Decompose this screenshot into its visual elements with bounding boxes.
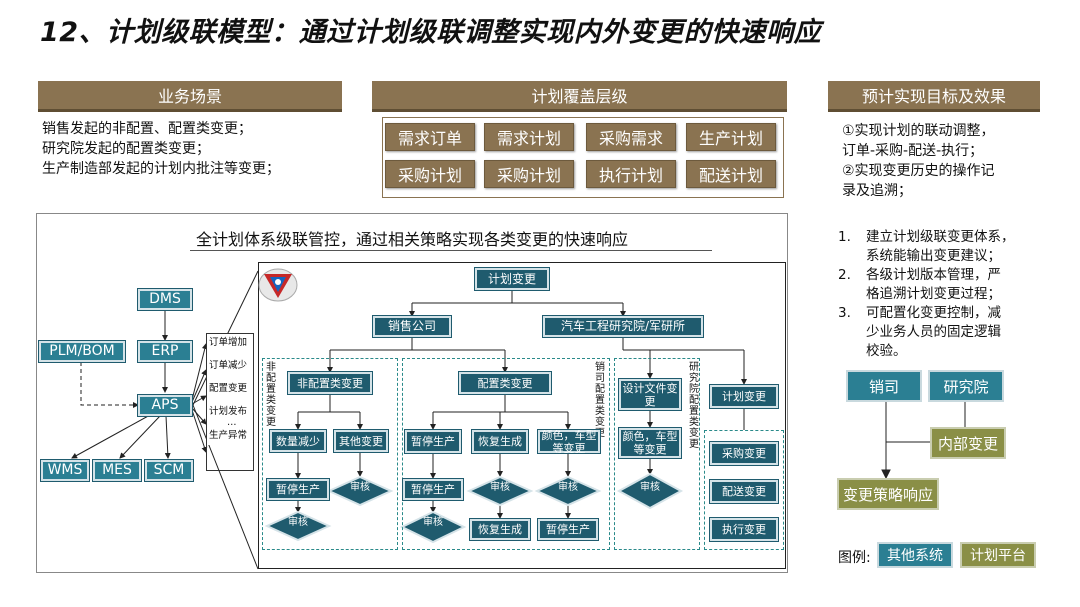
diagram-caption: 全计划体系级联管控，通过相关策略实现各类变更的快速响应 bbox=[196, 230, 629, 249]
layer-chip: 采购计划 bbox=[484, 160, 574, 188]
plm-bom-system: PLM/BOM bbox=[38, 340, 126, 363]
review-diamond-label: 审核 bbox=[490, 482, 510, 493]
nonconfig-change: 非配置类变更 bbox=[287, 371, 373, 395]
review-diamond-label: 审核 bbox=[350, 482, 370, 493]
goal-line: ①实现计划的联动调整， bbox=[842, 123, 995, 139]
event-item: 订单减少 bbox=[207, 357, 253, 380]
institute-config-vertical-label: 研究院配置类变更 bbox=[689, 362, 699, 450]
event-item: 计划发布 bbox=[207, 403, 253, 418]
scenario-header: 业务场景 bbox=[38, 81, 342, 112]
execution-change: 执行变更 bbox=[709, 517, 779, 542]
layers-header: 计划覆盖层级 bbox=[372, 81, 787, 112]
list-number: 2. bbox=[838, 267, 851, 283]
engineering-institute: 汽车工程研究院/军研所 bbox=[542, 315, 704, 338]
plan-platform-box bbox=[258, 262, 786, 569]
review-diamond-label: 审核 bbox=[558, 482, 578, 493]
list-line: 少业务人员的固定逻辑 bbox=[866, 324, 1001, 340]
goals-text: ①实现计划的联动调整， 订单-采购-配送-执行； ②实现变更历史的操作记 录及追… bbox=[842, 121, 1042, 201]
event-item: 订单增加 bbox=[207, 334, 253, 357]
design-file-change: 设计文件变更 bbox=[618, 378, 682, 411]
list-line: 格追溯计划变更过程； bbox=[866, 286, 1001, 302]
mini-institute: 研究院 bbox=[928, 370, 1004, 402]
group-institute-box bbox=[614, 358, 700, 550]
pause-production: 暂停生产 bbox=[404, 429, 462, 454]
goals-header: 预计实现目标及效果 bbox=[828, 81, 1040, 112]
caption-underline bbox=[190, 250, 712, 251]
goal-line: ②实现变更历史的操作记 bbox=[842, 163, 995, 179]
scenario-text: 销售发起的非配置、配置类变更； 研究院发起的配置类变更； 生产制造部发起的计划内… bbox=[42, 119, 342, 179]
review-diamond-label: 审核 bbox=[423, 517, 443, 528]
list-item: 1. 建立计划级联变更体系， 系统能输出变更建议； bbox=[838, 228, 1043, 266]
review-diamond-label: 审核 bbox=[640, 482, 660, 493]
color-model-change: 颜色，车型等变更 bbox=[537, 429, 601, 455]
event-list: 订单增加 订单减少 配置变更 计划发布 … 生产异常 bbox=[206, 333, 254, 471]
event-item: … bbox=[207, 418, 253, 427]
wms-system: WMS bbox=[40, 459, 90, 482]
layer-chip: 采购需求 bbox=[586, 123, 676, 151]
scenario-line: 研究院发起的配置类变更； bbox=[42, 141, 210, 157]
layer-chip: 采购计划 bbox=[385, 160, 475, 188]
other-change: 其他变更 bbox=[333, 429, 389, 453]
list-line: 校验。 bbox=[866, 343, 907, 359]
event-item: 配置变更 bbox=[207, 380, 253, 403]
list-line: 各级计划版本管理，严 bbox=[866, 267, 1001, 283]
mini-internal-change: 内部变更 bbox=[930, 427, 1006, 459]
list-line: 系统能输出变更建议； bbox=[866, 248, 1001, 264]
group-sales-config-box bbox=[402, 358, 610, 550]
delivery-change: 配送变更 bbox=[709, 479, 779, 504]
dms-system: DMS bbox=[137, 288, 193, 311]
layer-chip: 需求计划 bbox=[484, 123, 574, 151]
scenario-line: 销售发起的非配置、配置类变更； bbox=[42, 121, 252, 137]
resume-production: 恢复生成 bbox=[469, 518, 531, 541]
plan-change-root: 计划变更 bbox=[474, 267, 550, 291]
pause-production: 暂停生产 bbox=[537, 518, 599, 541]
benefits-list: 1. 建立计划级联变更体系， 系统能输出变更建议； 2. 各级计划版本管理，严 … bbox=[838, 228, 1043, 361]
event-item: 生产异常 bbox=[207, 427, 253, 445]
purchase-change: 采购变更 bbox=[709, 441, 779, 466]
erp-system: ERP bbox=[137, 340, 193, 363]
pause-production: 暂停生产 bbox=[402, 478, 464, 501]
color-model-change: 颜色，车型等变更 bbox=[618, 427, 682, 459]
nonconfig-vertical-label: 非配置类变更 bbox=[266, 362, 276, 428]
pause-production: 暂停生产 bbox=[266, 478, 330, 501]
list-item: 2. 各级计划版本管理，严 格追溯计划变更过程； bbox=[838, 266, 1043, 304]
layer-chip: 执行计划 bbox=[586, 160, 676, 188]
goal-line: 录及追溯； bbox=[842, 183, 912, 199]
legend-other-system: 其他系统 bbox=[877, 542, 953, 568]
layers-box bbox=[382, 117, 784, 198]
group-nonconfig-box bbox=[262, 358, 398, 550]
legend-label: 图例: bbox=[838, 550, 871, 566]
page-title: 12、计划级联模型：通过计划级联调整实现内外变更的快速响应 bbox=[40, 17, 822, 48]
sales-config-vertical-label: 销司配置类变更 bbox=[595, 362, 605, 439]
review-diamond-label: 审核 bbox=[288, 517, 308, 528]
sales-company: 销售公司 bbox=[372, 315, 452, 338]
scenario-line: 生产制造部发起的计划内批注等变更； bbox=[42, 161, 280, 177]
list-line: 建立计划级联变更体系， bbox=[866, 229, 1015, 245]
scm-system: SCM bbox=[144, 459, 194, 482]
resume-production: 恢复生成 bbox=[471, 429, 529, 454]
plan-change-node: 计划变更 bbox=[709, 384, 779, 409]
config-change: 配置类变更 bbox=[458, 371, 552, 395]
quantity-decrease: 数量减少 bbox=[269, 429, 327, 453]
legend-plan-platform: 计划平台 bbox=[960, 542, 1036, 568]
layer-chip: 生产计划 bbox=[686, 123, 776, 151]
layer-chip: 需求订单 bbox=[385, 123, 475, 151]
aps-system: APS bbox=[137, 394, 193, 417]
list-number: 3. bbox=[838, 305, 851, 321]
list-line: 可配置化变更控制，减 bbox=[866, 305, 1001, 321]
list-item: 3. 可配置化变更控制，减 少业务人员的固定逻辑 校验。 bbox=[838, 304, 1043, 361]
mes-system: MES bbox=[92, 459, 142, 482]
layer-chip: 配送计划 bbox=[686, 160, 776, 188]
mini-sales: 销司 bbox=[846, 370, 922, 402]
brand-logo-icon bbox=[256, 264, 300, 304]
mini-strategy-response: 变更策略响应 bbox=[837, 478, 939, 510]
goal-line: 订单-采购-配送-执行； bbox=[842, 143, 984, 159]
diagram-frame bbox=[36, 213, 788, 573]
group-plan-change-box bbox=[704, 430, 784, 550]
list-number: 1. bbox=[838, 229, 851, 245]
